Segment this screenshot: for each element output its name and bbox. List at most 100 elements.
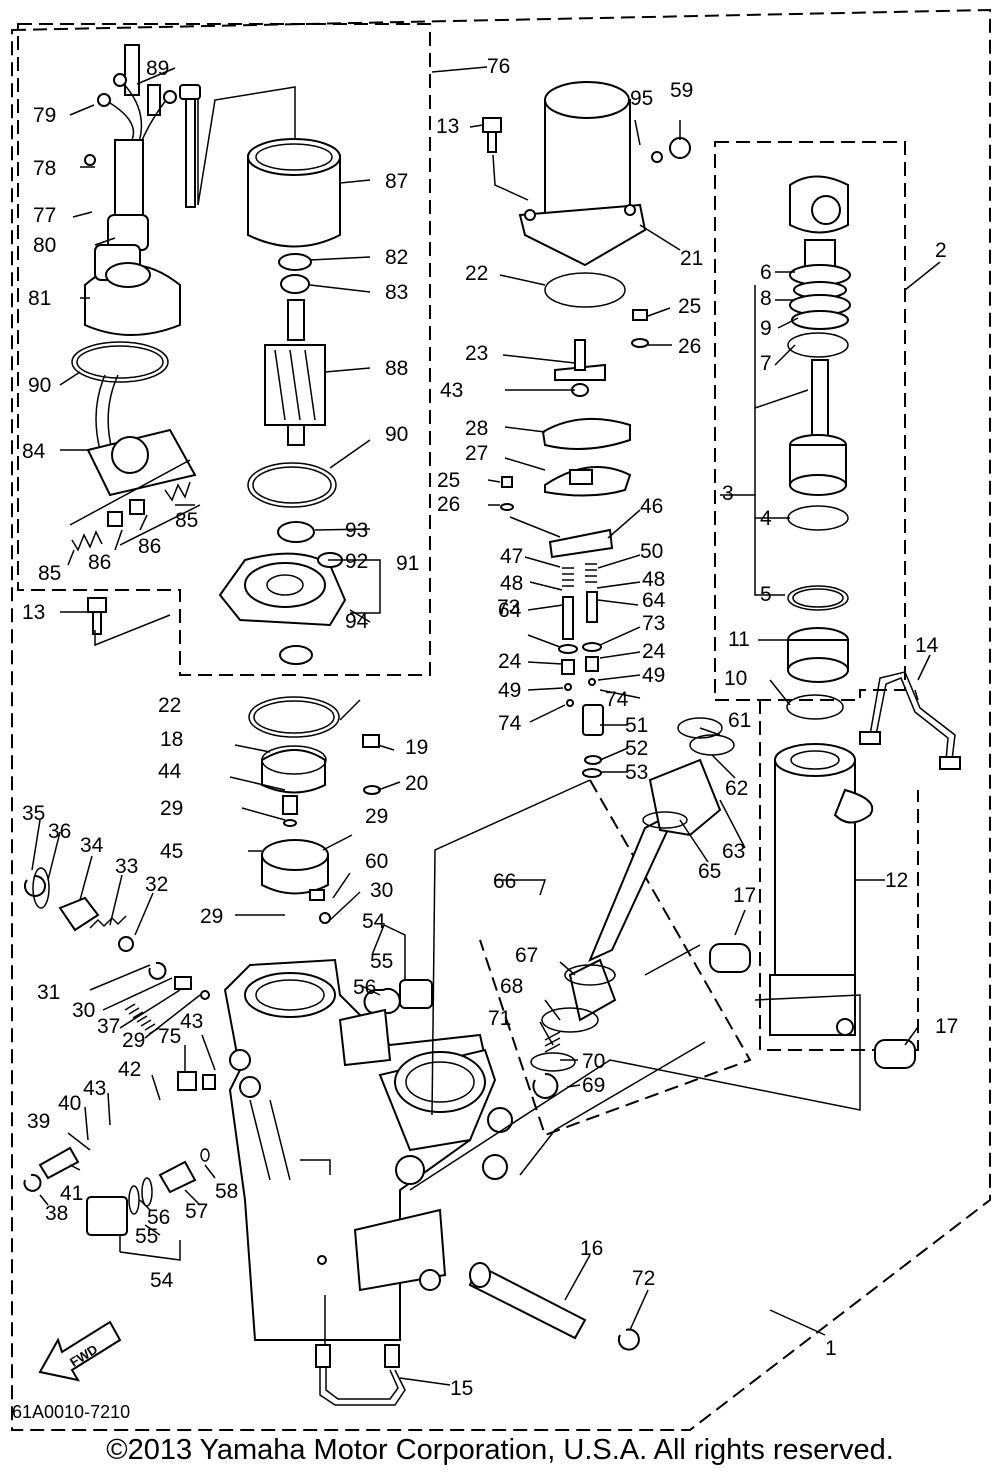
callout: 41 [60,1182,83,1205]
callout: 12 [885,869,908,892]
callout: 13 [22,601,45,624]
callout: 61 [728,709,751,732]
callout: 25 [437,469,460,492]
callout: 26 [437,493,460,516]
callout: 74 [605,688,629,711]
callout: 30 [72,999,95,1022]
callout: 48 [500,572,523,595]
callout: 49 [498,679,521,702]
callout: 38 [45,1202,68,1225]
callout: 43 [83,1077,106,1100]
callout: 36 [48,820,71,843]
callout: 29 [365,805,388,828]
leader-lines [31,66,941,1386]
motor-assembly [69,44,347,665]
callout: 73 [497,596,520,619]
trim-ram-assembly [530,717,735,1099]
callout: 62 [725,777,748,800]
callout: 29 [160,797,183,820]
callout: 49 [642,664,665,687]
callout: 40 [58,1092,81,1115]
callout: 55 [135,1225,158,1248]
callout: 64 [642,589,666,612]
callout: 17 [733,884,756,907]
callout: 53 [625,761,648,784]
callout: 5 [760,583,772,606]
callout: 75 [158,1025,181,1048]
callout: 58 [215,1180,238,1203]
callout: 22 [158,694,181,717]
callout: 1 [825,1337,837,1360]
callout: 29 [122,1029,145,1052]
callout: 47 [500,545,523,568]
pump-reservoir [482,81,691,778]
callout: 67 [515,944,538,967]
callout: 11 [728,628,750,651]
callout: 72 [632,1267,655,1290]
callout: 8 [760,287,772,310]
callout: 20 [405,772,428,795]
callout: 56 [147,1206,170,1229]
callout: 2 [935,239,947,262]
callout: 18 [160,728,183,751]
callout: 35 [22,802,45,825]
callout: 3 [722,482,734,505]
callout: 65 [698,860,721,883]
callout: 81 [28,287,51,310]
callout: 34 [80,834,104,857]
callout: 77 [33,204,56,227]
callout: 39 [27,1110,50,1133]
callout: 66 [493,870,516,893]
callout: 60 [365,850,388,873]
callout: 13 [436,115,459,138]
callout: 21 [680,247,703,270]
callout: 76 [487,55,510,78]
callout: 25 [678,295,701,318]
callout: 78 [33,157,56,180]
callout: 31 [37,981,60,1004]
callout: 57 [185,1200,208,1223]
callout: 33 [115,855,138,878]
callout: 87 [385,170,408,193]
callout: 7 [760,352,772,375]
callout: 30 [370,879,393,902]
callout: 16 [580,1237,603,1260]
callout: 80 [33,234,56,257]
callout: 69 [582,1074,605,1097]
callout: 71 [488,1007,511,1030]
callout: 85 [38,562,61,585]
callout: 6 [760,261,772,284]
callout: 84 [22,440,46,463]
callout: 74 [498,712,522,735]
callout: 4 [760,507,772,530]
callout: 86 [88,551,111,574]
callout: 24 [642,640,666,663]
callout: 48 [642,568,665,591]
callout: 70 [582,1050,605,1073]
callout: 51 [625,714,648,737]
callout: 90 [28,374,51,397]
callout: 64 [498,599,522,622]
callout: 27 [465,442,488,465]
callout: 82 [385,246,408,269]
callout: 93 [345,519,368,542]
callout: 83 [385,281,408,304]
callout: 94 [345,610,369,633]
callout: 23 [465,342,488,365]
callout: 19 [405,736,428,759]
callout: 86 [138,535,161,558]
callout: 14 [915,634,939,657]
callout: 56 [353,976,376,999]
callout: 44 [158,760,182,783]
callout: 54 [150,1269,174,1292]
callout: 43 [180,1010,203,1033]
copyright-notice: ©2013 Yamaha Motor Corporation, U.S.A. A… [106,1434,894,1466]
callout: 28 [465,417,488,440]
callout: 55 [370,950,393,973]
callout: 46 [640,495,663,518]
callout: 15 [450,1377,473,1400]
callout: 22 [465,262,488,285]
callout: 95 [630,87,653,110]
callout: 9 [760,317,772,340]
